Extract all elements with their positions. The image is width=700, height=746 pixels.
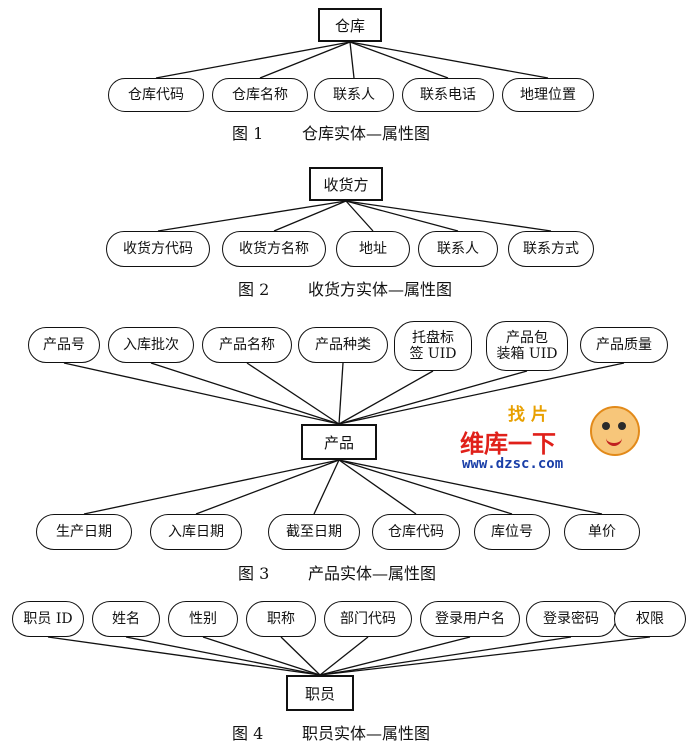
attr-product-type: 产品种类 — [298, 327, 388, 363]
attr-login-username: 登录用户名 — [420, 601, 520, 637]
attr-warehouse-code-2: 仓库代码 — [372, 514, 460, 550]
connector-line — [349, 41, 549, 79]
connector-line — [63, 362, 340, 425]
connector-line — [313, 459, 340, 515]
attr-contact: 联系人 — [314, 78, 394, 112]
attr-unit-price: 单价 — [564, 514, 640, 550]
figure-caption-1: 图 1 仓库实体—属性图 — [232, 120, 430, 144]
caption-text: 收货方实体—属性图 — [308, 280, 453, 299]
attr-login-password: 登录密码 — [526, 601, 616, 637]
connector-line — [47, 636, 321, 676]
figure-caption-3: 图 3 产品实体—属性图 — [238, 560, 436, 584]
connector-line — [259, 41, 351, 79]
attr-location: 地理位置 — [502, 78, 594, 112]
caption-number: 图 4 — [232, 724, 264, 743]
connector-line — [338, 370, 528, 425]
attr-permission: 权限 — [614, 601, 686, 637]
attr-package-uid: 产品包 装箱 UID — [486, 321, 568, 371]
attr-receiver-code: 收货方代码 — [106, 231, 210, 267]
connector-line — [155, 41, 351, 79]
caption-number: 图 2 — [238, 280, 270, 299]
connector-line — [319, 636, 572, 676]
attr-address: 地址 — [336, 231, 410, 267]
entity-product: 产品 — [301, 424, 377, 460]
attr-phone: 联系电话 — [402, 78, 494, 112]
entity-warehouse: 仓库 — [318, 8, 382, 42]
connector-line — [280, 636, 321, 676]
attr-title: 职称 — [246, 601, 316, 637]
connector-line — [319, 636, 471, 676]
connector-line — [125, 636, 321, 676]
attr-dept-code: 部门代码 — [324, 601, 412, 637]
attr-warehouse-name: 仓库名称 — [212, 78, 308, 112]
caption-number: 图 1 — [232, 124, 264, 143]
figure-caption-2: 图 2 收货方实体—属性图 — [238, 276, 452, 300]
caption-text: 职员实体—属性图 — [302, 724, 431, 743]
connector-line — [246, 362, 340, 425]
attr-product-no: 产品号 — [28, 327, 100, 363]
connector-line — [273, 200, 347, 232]
attr-contact-method: 联系方式 — [508, 231, 594, 267]
connector-line — [349, 41, 449, 79]
attr-production-date: 生产日期 — [36, 514, 132, 550]
connector-line — [349, 41, 355, 79]
attr-location-no: 库位号 — [474, 514, 550, 550]
connector-line — [345, 200, 552, 232]
entity-receiver: 收货方 — [309, 167, 383, 201]
attr-batch: 入库批次 — [108, 327, 194, 363]
watermark-url: www.dzsc.com — [462, 456, 564, 472]
caption-text: 仓库实体—属性图 — [302, 124, 431, 143]
watermark-logo: 找 片 维库一下 www.dzsc.com — [460, 400, 650, 480]
watermark-top-text: 找 片 — [508, 405, 548, 425]
attr-staff-name: 姓名 — [92, 601, 160, 637]
attr-product-quality: 产品质量 — [580, 327, 668, 363]
connector-line — [202, 636, 321, 676]
connector-line — [83, 459, 340, 515]
caption-text: 产品实体—属性图 — [308, 564, 437, 583]
connector-line — [319, 636, 651, 676]
connector-line — [345, 200, 459, 232]
connector-line — [338, 459, 513, 515]
mascot-icon — [590, 406, 640, 456]
attr-warehouse-code: 仓库代码 — [108, 78, 204, 112]
attr-pallet-uid: 托盘标 签 UID — [394, 321, 472, 371]
connector-line — [338, 459, 417, 515]
connector-line — [195, 459, 340, 515]
connector-line — [338, 370, 434, 425]
attr-gender: 性别 — [168, 601, 238, 637]
figure-caption-4: 图 4 职员实体—属性图 — [232, 720, 430, 744]
attr-receiver-name: 收货方名称 — [222, 231, 326, 267]
connector-line — [150, 362, 340, 425]
connector-line — [157, 200, 347, 232]
attr-storage-date: 入库日期 — [150, 514, 242, 550]
caption-number: 图 3 — [238, 564, 270, 583]
entity-staff: 职员 — [286, 675, 354, 711]
connector-line — [319, 636, 369, 676]
watermark-brand: 维库一下 — [460, 430, 556, 458]
attr-staff-id: 职员 ID — [12, 601, 84, 637]
connector-line — [338, 459, 603, 515]
connector-line — [338, 362, 625, 425]
attr-expiry-date: 截至日期 — [268, 514, 360, 550]
attr-product-name: 产品名称 — [202, 327, 292, 363]
connector-line — [345, 200, 374, 232]
connector-line — [338, 362, 344, 425]
attr-receiver-contact: 联系人 — [418, 231, 498, 267]
